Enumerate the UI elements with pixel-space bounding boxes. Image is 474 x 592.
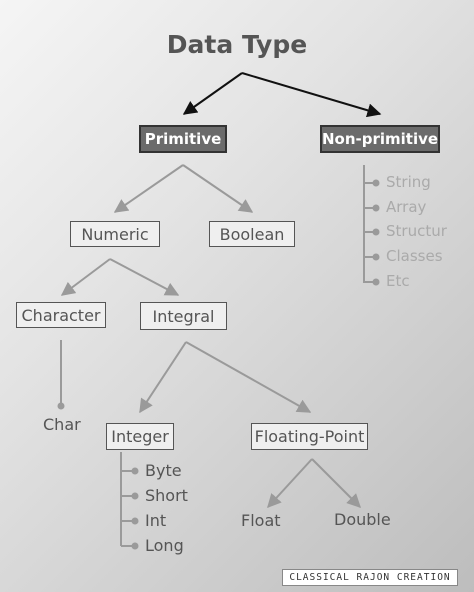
node-boolean: Boolean bbox=[209, 221, 295, 247]
node-non-primitive: Non-primitive bbox=[320, 125, 440, 153]
arrow-to-floating-point bbox=[185, 341, 312, 413]
arrow-to-integral bbox=[109, 258, 180, 296]
node-float: Float bbox=[241, 511, 281, 530]
non-primitive-item-etc: Etc bbox=[386, 272, 410, 290]
integer-item-short: Short bbox=[145, 486, 188, 505]
non-primitive-item-string: String bbox=[386, 173, 431, 191]
node-floating-point: Floating-Point bbox=[251, 423, 368, 450]
non-primitive-item-array: Array bbox=[386, 198, 427, 216]
node-char: Char bbox=[43, 415, 81, 434]
node-character: Character bbox=[16, 302, 106, 328]
arrow-to-boolean bbox=[182, 164, 254, 213]
arrow-to-float bbox=[267, 458, 313, 509]
node-integral: Integral bbox=[140, 302, 227, 330]
arrow-to-integer bbox=[139, 341, 187, 414]
non-primitive-item-structur: Structur bbox=[386, 222, 447, 240]
integer-item-long: Long bbox=[145, 536, 184, 555]
arrow-to-double bbox=[311, 458, 361, 508]
node-numeric: Numeric bbox=[70, 221, 160, 247]
arrow-to-numeric bbox=[113, 164, 184, 213]
node-primitive: Primitive bbox=[139, 125, 227, 153]
credit-badge: CLASSICAL RAJON CREATION bbox=[282, 569, 458, 586]
arrow-to-non-primitive bbox=[241, 72, 382, 118]
integer-item-byte: Byte bbox=[145, 461, 182, 480]
arrow-to-character bbox=[60, 258, 111, 296]
diagram-title: Data Type bbox=[166, 30, 308, 59]
char-dot bbox=[57, 402, 65, 410]
integer-item-int: Int bbox=[145, 511, 167, 530]
node-integer: Integer bbox=[106, 423, 174, 450]
non-primitive-item-classes: Classes bbox=[386, 247, 443, 265]
node-double: Double bbox=[334, 510, 391, 529]
arrow-to-primitive bbox=[182, 72, 243, 115]
